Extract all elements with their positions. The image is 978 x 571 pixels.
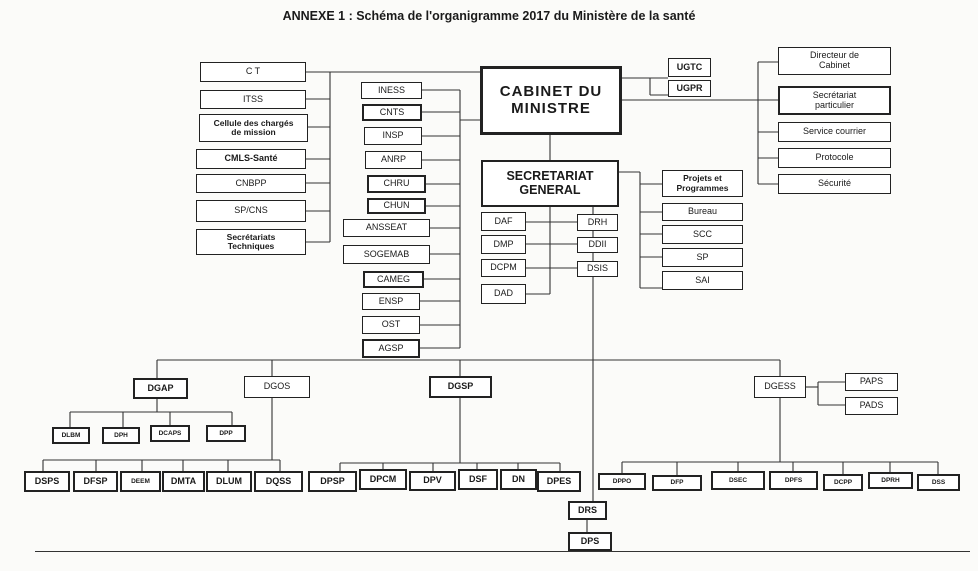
- ugtc-box: UGTC: [668, 58, 711, 77]
- directeur-cabinet-box: Directeur de Cabinet: [778, 47, 891, 75]
- secretariat-general-box: SECRETARIAT GENERAL: [481, 160, 619, 207]
- cnbpp-box: CNBPP: [196, 174, 306, 193]
- dmp-box: DMP: [481, 235, 526, 254]
- cameg-box: CAMEG: [363, 271, 424, 288]
- iness-box: INESS: [361, 82, 422, 99]
- cabinet-du-ministre-box: CABINET DU MINISTRE: [480, 66, 622, 135]
- dsps-box: DSPS: [24, 471, 70, 492]
- dsis-box: DSIS: [577, 261, 618, 277]
- dgess-box: DGESS: [754, 376, 806, 398]
- dlbm-box: DLBM: [52, 427, 90, 444]
- cellule-charges-mission-box: Cellule des chargés de mission: [199, 114, 308, 142]
- dsf-box: DSF: [458, 469, 498, 490]
- dlum-box: DLUM: [206, 471, 252, 492]
- ct-box: C T: [200, 62, 306, 82]
- secretariat-particulier-box: Secrétariat particulier: [778, 86, 891, 115]
- dprh-box: DPRH: [868, 472, 913, 489]
- chru-box: CHRU: [367, 175, 426, 193]
- chun-box: CHUN: [367, 198, 426, 214]
- deem-box: DEEM: [120, 471, 161, 492]
- anrp-box: ANRP: [365, 151, 422, 169]
- itss-box: ITSS: [200, 90, 306, 109]
- dgos-box: DGOS: [244, 376, 310, 398]
- diagram-title: ANNEXE 1 : Schéma de l'organigramme 2017…: [282, 9, 696, 23]
- daf-box: DAF: [481, 212, 526, 231]
- dgsp-box: DGSP: [429, 376, 492, 398]
- dpfs-box: DPFS: [769, 471, 818, 490]
- ansseat-box: ANSSEAT: [343, 219, 430, 237]
- sai-box: SAI: [662, 271, 743, 290]
- dpes-box: DPES: [537, 471, 581, 492]
- dcpp-box: DCPP: [823, 474, 863, 491]
- dsec-box: DSEC: [711, 471, 765, 490]
- sp-cns-box: SP/CNS: [196, 200, 306, 222]
- dph-box: DPH: [102, 427, 140, 444]
- scc-box: SCC: [662, 225, 743, 244]
- dps-box: DPS: [568, 532, 612, 551]
- projets-programmes-box: Projets et Programmes: [662, 170, 743, 197]
- cmls-sante-box: CMLS-Santé: [196, 149, 306, 169]
- dppo-box: DPPO: [598, 473, 646, 490]
- ugpr-box: UGPR: [668, 80, 711, 97]
- dgap-box: DGAP: [133, 378, 188, 399]
- dcpm-box: DCPM: [481, 259, 526, 277]
- drs-box: DRS: [568, 501, 607, 520]
- cnts-box: CNTS: [362, 104, 422, 121]
- securite-box: Sécurité: [778, 174, 891, 194]
- dn-box: DN: [500, 469, 537, 490]
- agsp-box: AGSP: [362, 339, 420, 358]
- dpsp-box: DPSP: [308, 471, 357, 492]
- dqss-box: DQSS: [254, 471, 303, 492]
- dss-box: DSS: [917, 474, 960, 491]
- insp-box: INSP: [364, 127, 422, 145]
- dpp-box: DPP: [206, 425, 246, 442]
- paps-box: PAPS: [845, 373, 898, 391]
- dfsp-box: DFSP: [73, 471, 118, 492]
- dcaps-box: DCAPS: [150, 425, 190, 442]
- dpv-box: DPV: [409, 471, 456, 491]
- footer-divider: [35, 551, 970, 552]
- dmta-box: DMTA: [162, 471, 205, 492]
- dpcm-box: DPCM: [359, 469, 407, 490]
- bureau-box: Bureau: [662, 203, 743, 221]
- protocole-box: Protocole: [778, 148, 891, 168]
- dfp-box: DFP: [652, 475, 702, 491]
- ensp-box: ENSP: [362, 293, 420, 310]
- ddii-box: DDII: [577, 237, 618, 253]
- ost-box: OST: [362, 316, 420, 334]
- secretariats-techniques-box: Secrétariats Techniques: [196, 229, 306, 255]
- dad-box: DAD: [481, 284, 526, 304]
- drh-box: DRH: [577, 214, 618, 231]
- service-courrier-box: Service courrier: [778, 122, 891, 142]
- sp-box: SP: [662, 248, 743, 267]
- sogemab-box: SOGEMAB: [343, 245, 430, 264]
- pads-box: PADS: [845, 397, 898, 415]
